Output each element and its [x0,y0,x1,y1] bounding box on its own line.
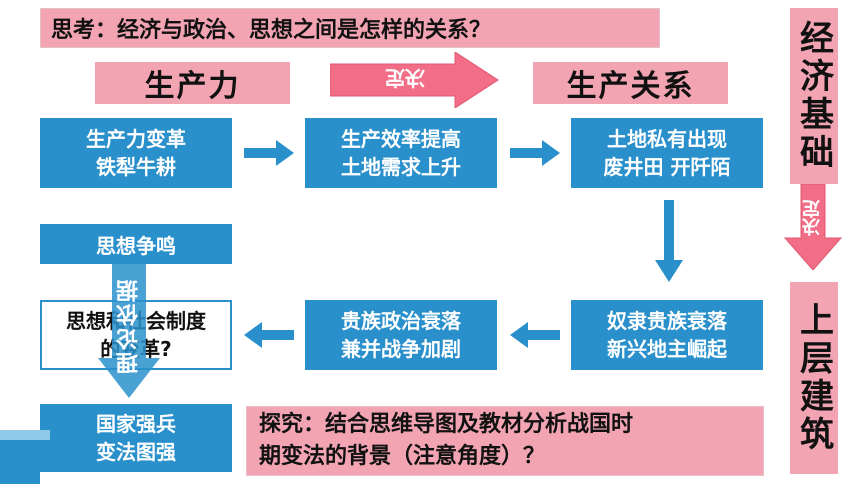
arrow-right-1 [244,140,294,166]
production-relations-box: 生产关系 [533,62,728,104]
corner-decoration [0,440,40,484]
arrow-down [655,200,683,282]
explore-line-1: 探究：结合思维导图及教材分析战国时 [259,412,634,437]
row1-box-3: 土地私有出现 废井田 开阡陌 [571,118,763,188]
productive-force-label: 生产力 [144,69,241,104]
side-decides-arrow [783,184,843,270]
question-text: 思考：经济与政治、思想之间是怎样的关系？ [51,18,492,43]
row1-box-2: 生产效率提高 土地需求上升 [305,118,497,188]
theory-basis-label: 理论依据 [117,278,142,374]
side-superstructure: 上层建筑 [790,282,838,474]
explore-box: 探究：结合思维导图及教材分析战国时 期变法的背景（注意角度）？ [246,406,764,476]
question-banner: 思考：经济与政治、思想之间是怎样的关系？ [40,8,660,48]
side-economic-base: 经济基础 [790,8,838,184]
row1-box-1: 生产力变革 铁犁牛耕 [40,118,232,188]
productive-force-box: 生产力 [95,62,290,104]
production-relations-label: 生产关系 [566,69,695,104]
arrow-left-1 [244,322,294,348]
corner-decoration-light [0,430,50,440]
arrow-right-2 [510,140,560,166]
side-decides-label: 决定 [802,200,823,236]
decides-arrow [330,52,499,108]
explore-line-2: 期变法的背景（注意角度）？ [259,444,546,469]
decides-label: 决定 [385,66,425,91]
arrow-left-2 [510,322,560,348]
row2-box-3: 奴隶贵族衰落 新兴地主崛起 [571,300,763,370]
row2-box-2: 贵族政治衰落 兼并战争加剧 [305,300,497,370]
country-strong-box: 国家强兵 变法图强 [40,404,232,472]
thought-contend-box: 思想争鸣 [40,224,232,264]
theory-basis-arrow [98,262,160,398]
